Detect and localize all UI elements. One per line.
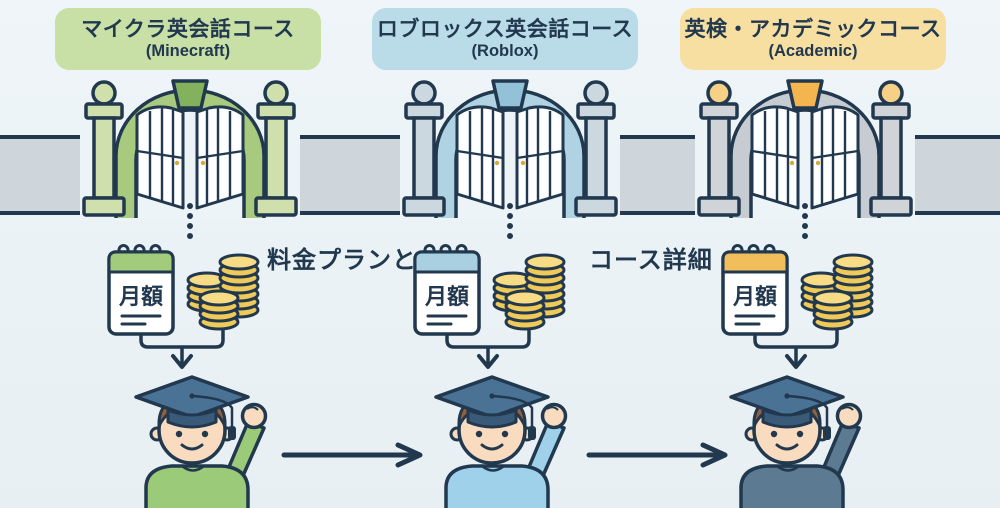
gate-icon-minecraft bbox=[80, 78, 300, 240]
course-label-minecraft: マイクラ英会話コース (Minecraft) bbox=[55, 8, 321, 70]
gate-icon-roblox bbox=[400, 78, 620, 240]
course-title: 英検・アカデミックコース bbox=[684, 18, 942, 41]
course-subtitle: (Minecraft) bbox=[145, 42, 231, 60]
right-arrow-icon bbox=[280, 442, 440, 468]
course-title: ロブロックス英会話コース bbox=[376, 18, 634, 41]
right-arrow-icon bbox=[585, 442, 745, 468]
monthly-fee-coins-icon-minecraft bbox=[107, 240, 267, 372]
course-label-academic: 英検・アカデミックコース (Academic) bbox=[680, 8, 946, 70]
graduate-student-icon-minecraft bbox=[128, 374, 278, 508]
course-subtitle: (Roblox) bbox=[471, 42, 539, 60]
graduate-student-icon-academic bbox=[723, 374, 873, 508]
monthly-fee-coins-icon-roblox bbox=[413, 240, 573, 372]
graduate-student-icon-roblox bbox=[428, 374, 578, 508]
monthly-fee-coins-icon-academic bbox=[721, 240, 881, 372]
pricing-plan-text: 料金プランと bbox=[267, 247, 417, 274]
course-title: マイクラ英会話コース bbox=[81, 18, 295, 41]
course-details-text: コース詳細 bbox=[589, 247, 713, 274]
gate-icon-academic bbox=[695, 78, 915, 240]
course-subtitle: (Academic) bbox=[768, 42, 858, 60]
course-label-roblox: ロブロックス英会話コース (Roblox) bbox=[372, 8, 638, 70]
